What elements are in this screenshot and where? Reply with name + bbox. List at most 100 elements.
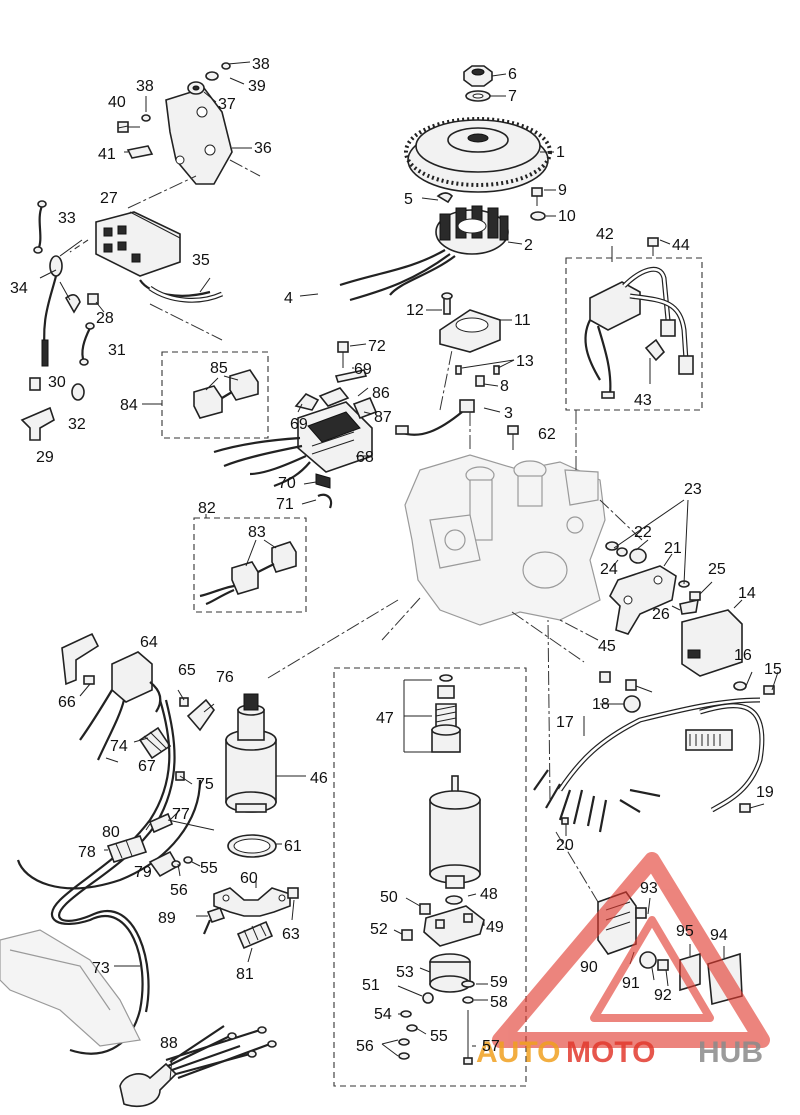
callout-label: 17 xyxy=(556,714,574,731)
relay-85-part xyxy=(193,369,259,419)
callout-label: 70 xyxy=(278,475,296,492)
callout-label: 19 xyxy=(756,784,774,801)
washers-54-56-part xyxy=(398,1010,418,1060)
callout-label: 90 xyxy=(580,959,598,976)
callout-label: 77 xyxy=(172,806,190,823)
callout-label: 41 xyxy=(98,146,116,163)
reference-lines xyxy=(229,159,643,903)
callout-label: 39 xyxy=(248,78,266,95)
cap-76-part xyxy=(186,698,215,732)
callout-label: 7 xyxy=(508,88,517,105)
callout-label: 15 xyxy=(764,661,782,678)
callout-label: 40 xyxy=(108,94,126,111)
battery-cable-73-part xyxy=(50,699,171,1055)
callout-label: 50 xyxy=(380,889,398,906)
callout-label: 26 xyxy=(652,606,670,623)
callout-label: 18 xyxy=(592,696,610,713)
pinion-assembly-47-part xyxy=(431,674,461,753)
starter-motor-part xyxy=(225,693,277,813)
callout-label: 35 xyxy=(192,252,210,269)
cdi-bracket-part xyxy=(165,87,233,185)
callout-label: 73 xyxy=(92,960,110,977)
relay-group-82-box xyxy=(193,517,307,613)
callout-label: 24 xyxy=(600,561,618,578)
ignition-coil-bolt-part xyxy=(647,237,659,256)
callout-label: 28 xyxy=(96,310,114,327)
callout-label: 4 xyxy=(284,290,293,307)
ignition-coil-part xyxy=(584,266,694,399)
callout-label: 10 xyxy=(558,208,576,225)
callout-label: 29 xyxy=(36,449,54,466)
callout-label: 23 xyxy=(684,481,702,498)
callout-label: 27 xyxy=(100,190,118,207)
callout-label: 22 xyxy=(634,524,652,541)
main-harness-part xyxy=(533,695,765,833)
callout-label: 51 xyxy=(362,977,380,994)
watermark-text-hub: HUB xyxy=(698,1036,763,1069)
callout-label: 56 xyxy=(356,1038,374,1055)
callout-label: 47 xyxy=(376,710,394,727)
watermark-text-auto: AUTO xyxy=(476,1036,560,1069)
callout-label: 94 xyxy=(710,927,728,944)
stator-bolt-part xyxy=(530,187,546,221)
callout-label: 11 xyxy=(514,312,531,329)
callout-label: 33 xyxy=(58,210,76,227)
callout-label: 38 xyxy=(252,56,270,73)
callout-label: 60 xyxy=(240,870,258,887)
flywheel-nut-part xyxy=(463,65,493,87)
callout-label: 58 xyxy=(490,994,508,1011)
lower-cowl-ghost xyxy=(0,929,141,1047)
spark-plug-cap-part xyxy=(644,338,666,362)
callout-label: 71 xyxy=(276,496,294,513)
callout-label: 78 xyxy=(78,844,96,861)
callout-labels: 1 2 3 4 5 6 7 8 9 10 11 12 13 14 15 16 1… xyxy=(10,56,782,1055)
flywheel-washer-part xyxy=(465,90,491,102)
ring-61-part xyxy=(227,834,277,858)
bolt-65-part xyxy=(179,697,189,707)
callout-label: 89 xyxy=(158,910,176,927)
callout-label: 9 xyxy=(558,182,567,199)
callout-label: 31 xyxy=(108,342,126,359)
pulser-coil-part xyxy=(439,292,501,353)
callout-label: 36 xyxy=(254,140,272,157)
callout-label: 1 xyxy=(556,144,565,161)
callout-label: 8 xyxy=(500,378,509,395)
stator-coil-part xyxy=(339,205,509,302)
callout-label: 3 xyxy=(504,405,513,422)
callout-label: 67 xyxy=(138,758,156,775)
callout-label: 59 xyxy=(490,974,508,991)
callout-label: 46 xyxy=(310,770,328,787)
ignition-coil-group-box xyxy=(565,257,703,411)
callout-label: 85 xyxy=(210,360,228,377)
callout-label: 53 xyxy=(396,964,414,981)
callout-label: 55 xyxy=(200,860,218,877)
boot-74-part xyxy=(138,726,172,760)
callout-label: 64 xyxy=(140,634,158,651)
bracket-21-part xyxy=(605,541,701,635)
callout-label: 6 xyxy=(508,66,517,83)
brush-holder-49-part xyxy=(423,895,485,947)
callout-label: 92 xyxy=(654,987,672,1004)
cdi-unit-part xyxy=(95,211,224,303)
callout-label: 20 xyxy=(556,837,574,854)
callout-label: 12 xyxy=(406,302,424,319)
callout-label: 86 xyxy=(372,385,390,402)
engine-crankcase-block xyxy=(404,454,606,626)
woodruff-key-part xyxy=(436,192,454,204)
boot-81-part xyxy=(236,920,274,950)
battery-cable-73b-part xyxy=(16,779,202,890)
callout-label: 30 xyxy=(48,374,66,391)
through-bolt-57-part xyxy=(461,980,475,1065)
callout-label: 76 xyxy=(216,669,234,686)
callout-label: 79 xyxy=(134,864,152,881)
callout-label: 95 xyxy=(676,923,694,940)
callout-label: 65 xyxy=(178,662,196,679)
terminal-77-part xyxy=(106,812,215,878)
bolt-62-part xyxy=(507,425,519,450)
callout-label: 21 xyxy=(664,540,682,557)
ground-bracket-29-part xyxy=(20,377,85,441)
bolt-93-part xyxy=(635,907,647,919)
callout-label: 69 xyxy=(354,361,372,378)
callout-label: 57 xyxy=(482,1038,500,1055)
callout-label: 82 xyxy=(198,500,216,517)
